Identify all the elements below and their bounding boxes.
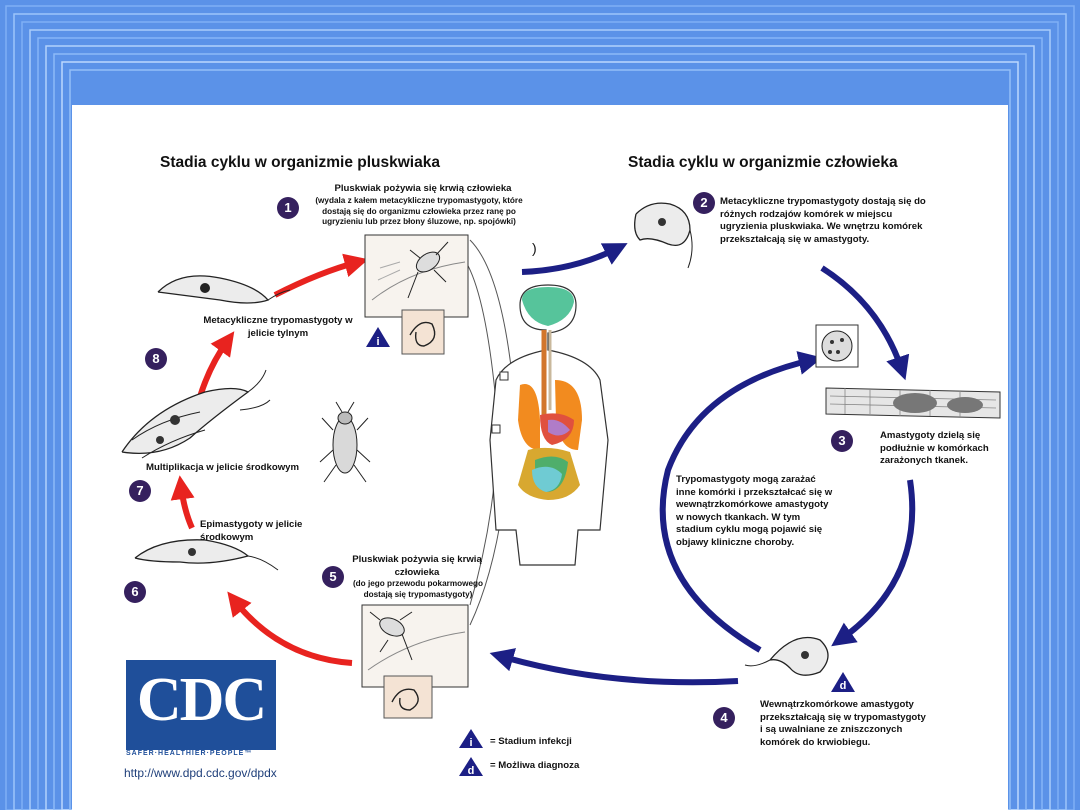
human-stages-title: Stadia cyklu w organizmie człowieka xyxy=(628,154,898,171)
step-6-description: Epimastygoty w jelicie środkowym xyxy=(200,519,303,543)
human-figure xyxy=(489,284,609,566)
step-1-title: Pluskwiak pożywia się krwią człowieka xyxy=(334,183,512,194)
step-2-badge: 2 xyxy=(693,192,715,214)
arrow-4-to-3-reinfection xyxy=(659,351,823,653)
step-8-badge: 8 xyxy=(145,348,167,370)
diagnosis-icon-step4: d xyxy=(831,672,855,692)
step-4-badge: 4 xyxy=(713,707,735,729)
insect-stages-title: Stadia cyklu w organizmie pluskwiaka xyxy=(160,154,440,171)
svg-text:i: i xyxy=(376,336,379,348)
arrow-6-to-7 xyxy=(170,475,195,530)
step-5-badge: 5 xyxy=(322,566,344,588)
svg-text:d: d xyxy=(840,680,847,692)
svg-text:d: d xyxy=(468,765,475,777)
step-5-title: Pluskwiak pożywia się krwią człowieka xyxy=(352,554,482,578)
cdc-logo-letters: CDC xyxy=(136,666,267,734)
dividing-epimastigotes xyxy=(121,387,250,455)
trypomastigote-released xyxy=(769,636,829,676)
step-2-description: Metacykliczne trypomastygoty dostają się… xyxy=(720,196,926,245)
infection-icon-step1: i xyxy=(366,327,390,348)
step-7-description: Multiplikacja w jelicie środkowym xyxy=(146,462,300,473)
svg-text:i: i xyxy=(469,737,472,749)
arrow-5-to-6 xyxy=(227,591,353,666)
step-3-description: Amastygoty dzielą się podłużnie w komórk… xyxy=(880,430,989,466)
trypomastigote-inset-5 xyxy=(383,675,433,719)
legend-infection-label: = Stadium infekcji xyxy=(490,736,572,747)
stray-mark: ) xyxy=(532,240,537,256)
step-4-description: Wewnątrzkomórkowe amastygoty przekształc… xyxy=(760,699,926,748)
step-3-badge: 3 xyxy=(831,430,853,452)
bug-feeding-inset-5 xyxy=(361,604,469,688)
step-5-description: (do jego przewodu pokarmowego dostają si… xyxy=(352,579,484,599)
arrow-1-to-2 xyxy=(521,243,628,275)
cdc-logo: CDC xyxy=(126,660,276,750)
legend-diagnosis-icon: d xyxy=(459,757,483,777)
arrow-3-to-4 xyxy=(831,479,916,647)
cdc-tagline: SAFER·HEALTHIER·PEOPLE™ xyxy=(126,750,253,757)
metacyclic-trypomastigote xyxy=(157,275,270,304)
arrow-8-to-1 xyxy=(273,253,369,298)
legend-diagnosis-label: = Możliwa diagnoza xyxy=(490,760,580,771)
step-1-description: (wydala z kałem metacykliczne trypomasty… xyxy=(315,196,523,226)
cdc-url: http://www.dpd.cdc.gov/dpdx xyxy=(124,766,277,780)
triatomine-bug-drawing xyxy=(319,401,371,483)
step-7-badge: 7 xyxy=(129,480,151,502)
legend-infection-icon: i xyxy=(459,729,483,749)
reinfection-note: Trypomastygoty mogą zarażać inne komórki… xyxy=(676,474,833,548)
step-8-description: Metacykliczne trypomastygoty w jelicie t… xyxy=(203,315,353,339)
arrow-2-to-3 xyxy=(820,265,910,381)
step-1-badge: 1 xyxy=(277,197,299,219)
arrow-4-to-5 xyxy=(489,648,739,686)
step-6-badge: 6 xyxy=(124,581,146,603)
trypomastigote-inset-1 xyxy=(401,309,445,355)
